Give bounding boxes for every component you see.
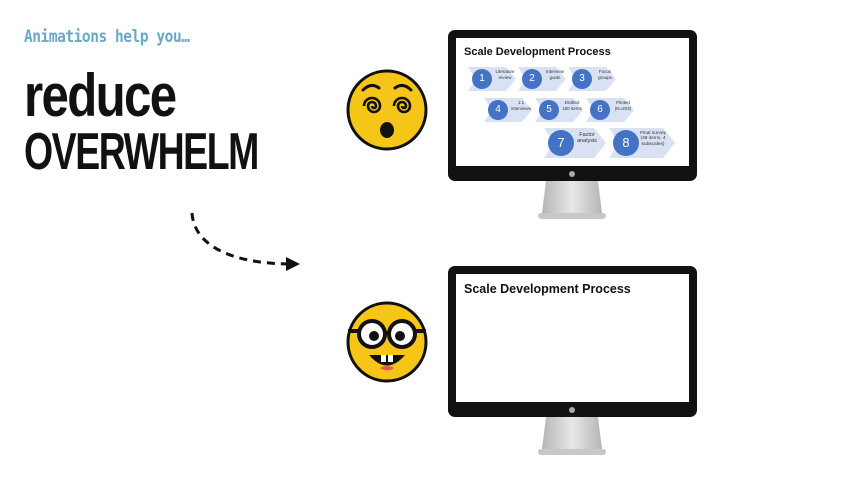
process-step-7: 7 Factor analysis	[544, 128, 606, 158]
step-number: 4	[488, 100, 508, 120]
process-step-6: 6 Piloted (N=203)	[586, 98, 634, 122]
monitor-bottom-title: Scale Development Process	[464, 282, 631, 296]
monitor-top-screen: Scale Development Process 1 Literature r…	[456, 38, 689, 166]
process-step-5: 5 Drafted 150 items	[535, 98, 583, 122]
process-step-4: 4 1:1 interviews	[484, 98, 532, 122]
step-label: Factor analysis	[577, 132, 597, 145]
dizzy-face-icon	[346, 69, 428, 151]
monitor-bottom-screen: Scale Development Process	[456, 274, 689, 402]
step-number: 7	[548, 130, 574, 156]
step-label: 1:1 interviews	[510, 100, 531, 111]
headline-reduce: reduce	[24, 62, 177, 129]
step-label: Literature review	[495, 69, 515, 80]
process-step-8: 8 Final survey (48 items, 4 subscales)	[609, 128, 675, 158]
process-step-2: 2 Interview guide	[518, 67, 566, 91]
headline-overwhelm: OVERWHELM	[24, 123, 259, 181]
apple-logo-icon	[569, 407, 575, 413]
monitor-top: Scale Development Process 1 Literature r…	[448, 30, 697, 222]
dashed-arrow-icon	[190, 212, 300, 271]
step-number: 3	[572, 69, 592, 89]
step-number: 5	[539, 100, 559, 120]
subtitle: Animations help you…	[24, 27, 190, 47]
step-label: Drafted 150 items	[562, 100, 582, 111]
step-number: 6	[590, 100, 610, 120]
step-label: Focus groups	[598, 69, 612, 80]
monitor-top-stand	[538, 181, 606, 219]
monitor-bottom-stand	[538, 417, 606, 455]
monitor-bottom: Scale Development Process	[448, 266, 697, 458]
monitor-top-title: Scale Development Process	[464, 46, 611, 58]
process-step-3: 3 Focus groups	[568, 67, 616, 91]
process-step-1: 1 Literature review	[468, 67, 516, 91]
nerd-face-icon	[346, 301, 428, 383]
step-label: Final survey (48 items, 4 subscales)	[640, 131, 666, 147]
step-label: Interview guide	[545, 69, 564, 80]
step-label: Piloted (N=203)	[614, 100, 632, 111]
apple-logo-icon	[569, 171, 575, 177]
step-number: 1	[472, 69, 492, 89]
step-number: 2	[522, 69, 542, 89]
step-number: 8	[613, 130, 639, 156]
